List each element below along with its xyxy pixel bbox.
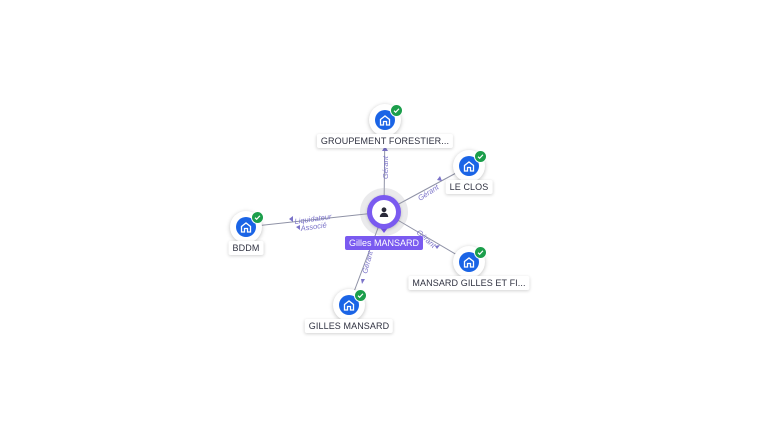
node-label[interactable]: GILLES MANSARD	[304, 319, 394, 333]
verified-check-icon	[474, 150, 487, 163]
person-pin-tip	[378, 225, 390, 233]
building-icon	[375, 110, 395, 130]
node-label[interactable]: GROUPEMENT FORESTIER...	[316, 134, 454, 148]
building-icon	[459, 252, 479, 272]
edge-label-leclos: Gérant	[416, 182, 441, 203]
company-avatar[interactable]	[453, 246, 485, 278]
verified-check-icon	[390, 104, 403, 117]
edge-label-bddm-2: Associé	[299, 220, 327, 233]
edge-arrow	[289, 216, 293, 222]
node-label[interactable]: LE CLOS	[445, 180, 493, 194]
building-icon	[459, 156, 479, 176]
edge-label-gilles-mansard: Gérant	[360, 249, 375, 274]
person-avatar[interactable]	[367, 195, 401, 229]
verified-check-icon	[474, 246, 487, 259]
edge-arrow	[382, 146, 388, 151]
edge-arrow	[296, 225, 300, 230]
verified-check-icon	[251, 211, 264, 224]
edge-label-groupement: Gérant	[381, 155, 390, 179]
verified-check-icon	[354, 289, 367, 302]
edge-bddm	[245, 211, 385, 228]
building-icon	[236, 217, 256, 237]
center-person-label[interactable]: Gilles MANSARD	[344, 236, 424, 250]
edge-arrow	[437, 176, 442, 181]
building-icon	[339, 295, 359, 315]
edge-arrow	[435, 245, 440, 249]
node-label[interactable]: BDDM	[228, 241, 264, 255]
node-label[interactable]: MANSARD GILLES ET FI...	[408, 276, 530, 290]
person-icon	[372, 200, 396, 224]
edge-arrow	[361, 279, 365, 284]
company-avatar[interactable]	[369, 104, 401, 136]
